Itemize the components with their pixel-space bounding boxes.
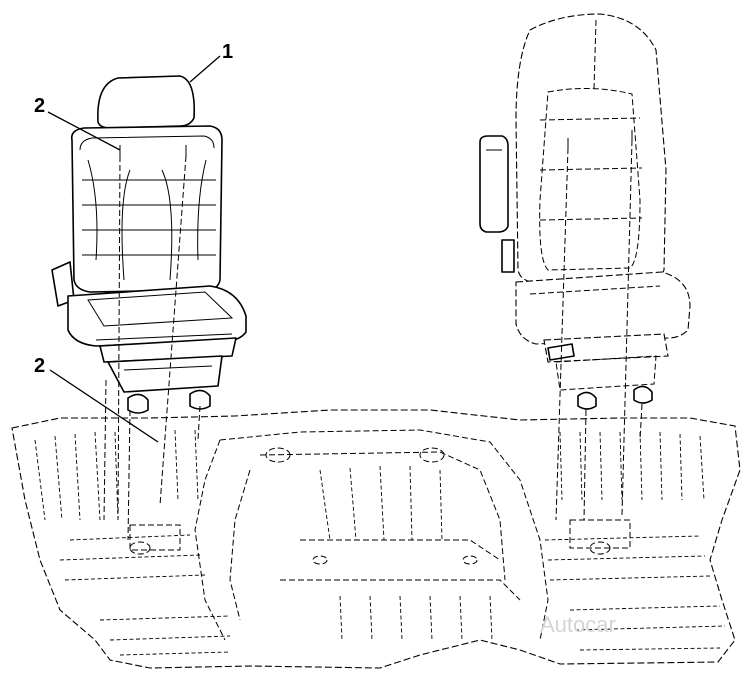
callout-label-2-upper: 2 [34,95,45,117]
passenger-seat [51,75,247,414]
callout-2-upper: 2 [34,95,121,151]
callout-1: 1 [189,41,233,83]
watermark: Autocar [540,612,616,637]
floor-panel [11,409,741,669]
callout-label-2-lower: 2 [34,355,45,377]
driver-seat [479,13,691,410]
callout-2-lower: 2 [34,355,159,443]
callout-label-1: 1 [222,41,233,63]
mounting-bolt-lines [103,139,643,541]
